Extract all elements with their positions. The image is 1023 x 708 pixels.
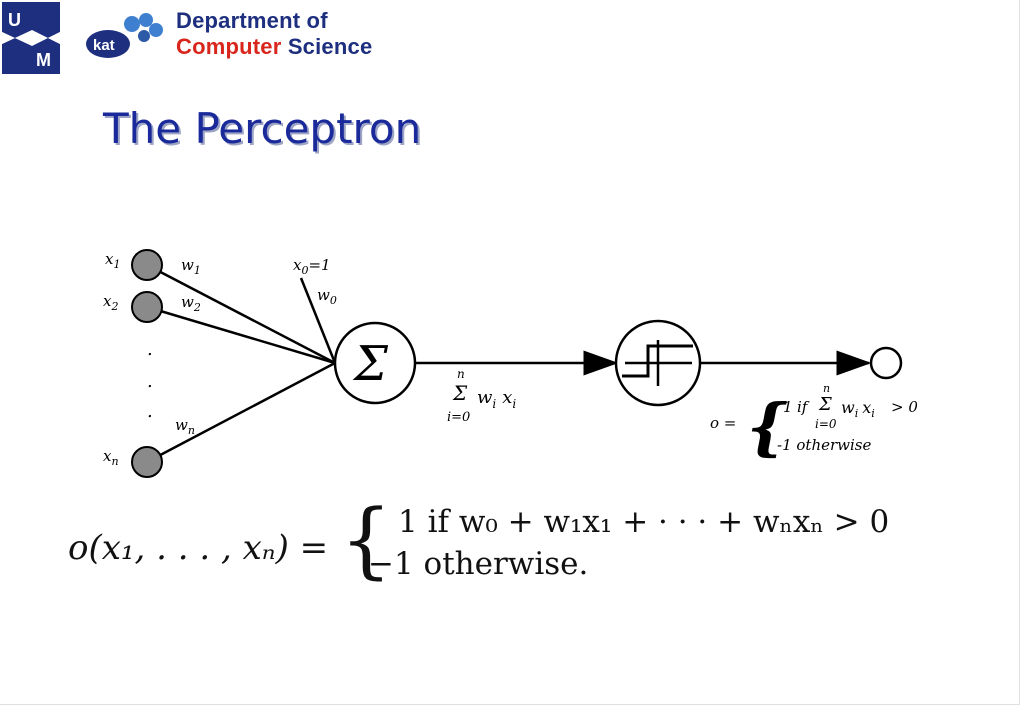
output-brace: {: [747, 390, 787, 463]
summation-symbol: Σ: [352, 336, 389, 392]
edge-x1: [146, 263, 336, 365]
output-lhs: o =: [710, 414, 736, 432]
kat-logo-text: kat: [93, 37, 115, 54]
label-w2: w2: [181, 293, 201, 314]
output-row1-lower: i=0: [815, 417, 837, 431]
label-x2: x2: [103, 292, 118, 313]
ellipsis-dot-2: .: [147, 371, 153, 392]
output-row1-gt: > 0: [891, 398, 918, 416]
formula-row2: −1 otherwise.: [368, 546, 589, 582]
sum-expr-sigma: Σ: [452, 381, 468, 405]
department-name: Department of: [176, 8, 328, 33]
dept-computer: Computer: [176, 34, 282, 59]
label-wn: wn: [175, 416, 195, 437]
input-node-x2: [131, 291, 163, 323]
input-node-x1: [131, 249, 163, 281]
department-subname: Computer Science: [176, 34, 372, 60]
edge-xn: [146, 361, 336, 464]
label-x0: x0=1: [293, 256, 331, 277]
formula-lhs: o(x₁, . . . , xₙ) =: [68, 528, 329, 568]
output-row1-val: 1: [783, 398, 793, 416]
input-node-xn: [131, 446, 163, 478]
kat-logo: kat: [86, 13, 163, 58]
edge-x0: [299, 277, 337, 364]
ellipsis-dot-1: .: [147, 339, 153, 360]
um-logo-m: M: [36, 50, 51, 70]
um-logo-u: U: [8, 10, 21, 30]
label-xn: xn: [103, 447, 119, 468]
output-node: [869, 346, 903, 380]
um-logo: U M: [2, 2, 60, 74]
formula-row1: 1 if w₀ + w₁x₁ + · · · + wₙxₙ > 0: [398, 504, 890, 540]
step-function-icon: [622, 344, 693, 378]
ellipsis-dot-3: .: [147, 401, 153, 422]
sum-expr-lower: i=0: [447, 410, 470, 425]
slide-title: The Perceptron: [103, 104, 422, 153]
dept-science: Science: [287, 34, 373, 59]
perceptron-formula: o(x₁, . . . , xₙ) = { 1 if w₀ + w₁x₁ + ·…: [68, 500, 968, 600]
output-row1-upper: n: [823, 382, 830, 395]
output-row1-if: if: [797, 398, 810, 416]
formula-brace: {: [340, 493, 393, 588]
sum-expr-upper: n: [457, 367, 465, 381]
output-row2: -1 otherwise: [777, 436, 871, 454]
label-x1: x1: [105, 250, 120, 271]
output-row1-sigma: Σ: [818, 394, 832, 415]
perceptron-diagram: x1 x2 xn w1 w2 wn x0=1 w0 . . . Σ n Σ i=…: [103, 249, 918, 478]
edge-x2: [146, 305, 336, 365]
label-w0: w0: [317, 286, 337, 307]
label-w1: w1: [181, 256, 201, 277]
